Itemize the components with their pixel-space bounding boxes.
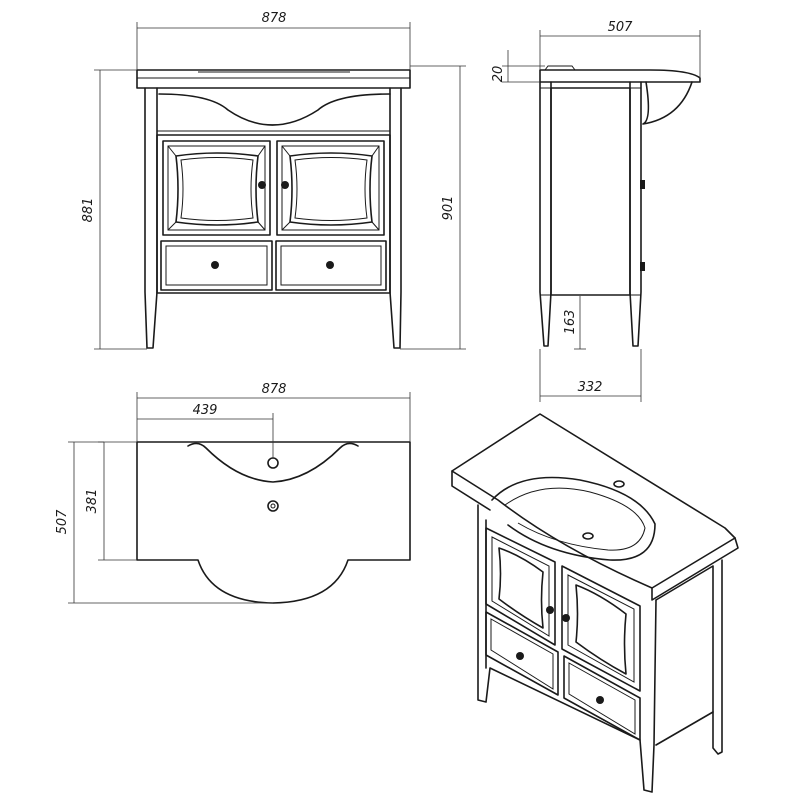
side-leg-back <box>629 81 642 347</box>
dim-top-drain-offset: 439 <box>137 403 274 458</box>
iso-drawer-knob-left <box>516 652 524 660</box>
iso-door-knob-right <box>562 614 570 622</box>
top-basin-curve <box>187 442 359 483</box>
iso-drawer-left <box>485 611 559 696</box>
dim-front-height: 881 <box>81 69 147 350</box>
side-body-panel <box>550 87 631 296</box>
drawer-knob-right <box>326 261 334 269</box>
drawer-knob-left <box>211 261 219 269</box>
side-basin-bowl <box>642 81 693 125</box>
iso-side-panel <box>655 559 723 755</box>
dim-label-top-width: 878 <box>262 382 287 397</box>
top-view: 878 439 381 507 <box>55 382 411 604</box>
top-drain <box>267 500 279 512</box>
dim-label-side-leg-height: 163 <box>563 310 578 335</box>
door-knob-right <box>281 181 289 189</box>
front-door-right <box>276 140 385 236</box>
dim-label-front-width: 878 <box>262 11 287 26</box>
iso-basin-outer <box>491 476 656 561</box>
iso-drawer-knob-right <box>596 696 604 704</box>
front-drawer-left <box>160 240 273 291</box>
dim-label-top-depth: 507 <box>55 509 70 535</box>
front-drawer-right <box>275 240 387 291</box>
top-faucet-hole <box>267 457 279 469</box>
iso-drain <box>582 532 594 540</box>
dim-label-top-inner-depth: 381 <box>85 489 100 514</box>
dim-label-top-drain-offset: 439 <box>193 403 218 418</box>
dim-label-side-depth: 507 <box>608 20 634 35</box>
dim-top-depth: 507 <box>55 441 273 604</box>
front-countertop <box>136 69 411 89</box>
front-leg-left <box>144 87 158 349</box>
door-knob-left <box>258 181 266 189</box>
iso-door-knob-left <box>546 606 554 614</box>
dim-label-front-height: 881 <box>81 198 96 223</box>
dim-front-width: 878 <box>136 11 411 70</box>
iso-side-bottom <box>655 711 714 746</box>
front-view: 878 881 901 <box>81 11 466 350</box>
side-handle-drawer <box>640 262 645 271</box>
dim-side-base-depth: 332 <box>539 349 642 402</box>
iso-front-frame <box>477 504 657 793</box>
iso-drawer-right <box>563 655 641 741</box>
dim-top-inner-depth: 381 <box>85 441 137 561</box>
front-door-left <box>162 140 271 236</box>
iso-countertop-edge-left <box>451 470 491 511</box>
front-leg-right <box>389 87 402 349</box>
side-leg-front <box>539 81 552 347</box>
iso-faucet-hole <box>613 480 625 488</box>
dim-side-depth: 507 <box>539 20 701 78</box>
iso-door-right <box>561 565 641 692</box>
dim-label-side-top-thickness: 20 <box>491 66 506 83</box>
iso-countertop <box>451 413 736 589</box>
iso-door-left <box>485 527 556 646</box>
dim-side-top-thickness: 20 <box>491 50 545 83</box>
front-basin-curve <box>158 93 391 126</box>
side-countertop <box>539 69 701 83</box>
dim-label-side-base-depth: 332 <box>578 380 603 395</box>
dim-top-width: 878 <box>136 382 411 442</box>
isometric-view <box>451 413 739 793</box>
iso-countertop-edge-right <box>651 537 739 601</box>
dim-label-front-total-height: 901 <box>441 196 456 221</box>
side-handle-door <box>640 180 645 189</box>
top-outline <box>136 441 411 604</box>
side-view: 507 20 163 332 <box>491 20 701 402</box>
dim-front-total-height: 901 <box>400 65 466 350</box>
dim-side-leg-height: 163 <box>563 296 586 350</box>
